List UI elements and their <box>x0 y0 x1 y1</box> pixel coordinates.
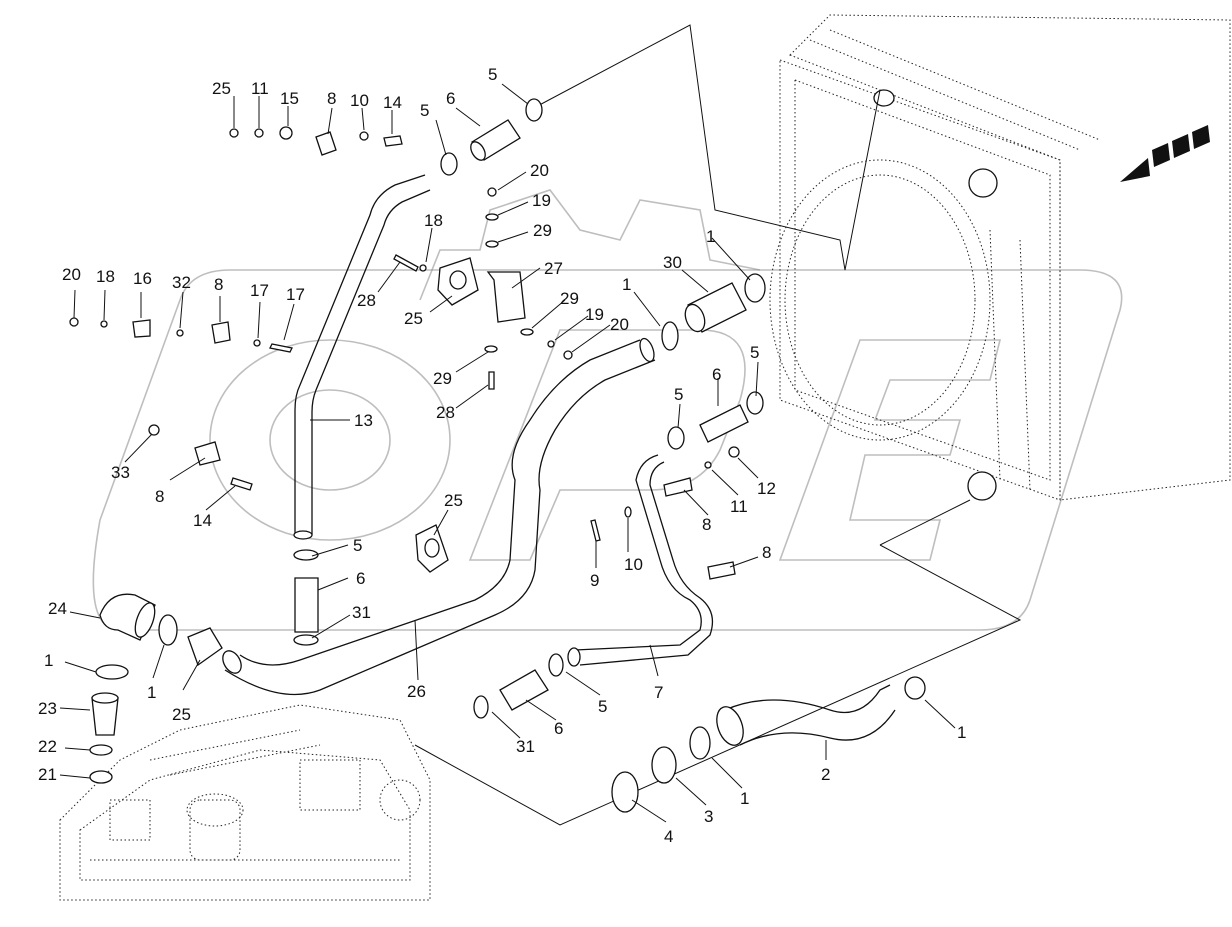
callout: 25 <box>212 79 231 98</box>
airflow-arrow-icon <box>1120 125 1210 182</box>
callout: 1 <box>957 723 966 742</box>
callout: 6 <box>712 365 721 384</box>
callout: 1 <box>147 683 156 702</box>
radiator-assembly <box>769 14 1231 501</box>
hardware <box>69 126 740 542</box>
callout: 5 <box>420 101 429 120</box>
callout: 13 <box>354 411 373 430</box>
callout: 7 <box>654 683 663 702</box>
callout: 29 <box>533 221 552 240</box>
callout: 11 <box>730 497 748 516</box>
callout: 8 <box>155 487 164 506</box>
callout: 28 <box>357 291 376 310</box>
callout: 20 <box>530 161 549 180</box>
callout: 28 <box>436 403 455 422</box>
callout: 31 <box>352 603 371 622</box>
callout: 6 <box>554 719 563 738</box>
callout: 11 <box>251 79 269 98</box>
callout: 8 <box>702 515 711 534</box>
callout: 6 <box>356 569 365 588</box>
callout: 18 <box>424 211 443 230</box>
callout: 10 <box>350 91 369 110</box>
callout: 1 <box>740 789 749 808</box>
callout: 5 <box>353 536 362 555</box>
callout: 26 <box>407 682 426 701</box>
callout: 16 <box>133 269 152 288</box>
callout: 15 <box>280 89 299 108</box>
callout: 12 <box>757 479 776 498</box>
callout: 9 <box>590 571 599 590</box>
callout-labels: 25 11 15 8 10 14 5 6 5 20 19 29 18 28 25… <box>38 65 966 846</box>
callout: 33 <box>111 463 130 482</box>
callout: 29 <box>433 369 452 388</box>
callout: 25 <box>444 491 463 510</box>
callout: 10 <box>624 555 643 574</box>
callout: 21 <box>38 765 57 784</box>
callout: 17 <box>250 281 269 300</box>
callout: 4 <box>664 827 673 846</box>
callout: 1 <box>622 275 631 294</box>
callout: 23 <box>38 699 57 718</box>
callout: 31 <box>516 737 535 756</box>
callout: 8 <box>214 275 223 294</box>
clamps <box>89 98 926 813</box>
callout: 20 <box>62 265 81 284</box>
callout: 27 <box>544 259 563 278</box>
watermark-logo <box>92 189 1123 631</box>
callout: 3 <box>704 807 713 826</box>
callout: 1 <box>706 227 715 246</box>
callout: 24 <box>48 599 67 618</box>
callout: 30 <box>663 253 682 272</box>
callout: 6 <box>446 89 455 108</box>
callout: 14 <box>193 511 212 530</box>
callout: 19 <box>532 191 551 210</box>
callout: 22 <box>38 737 57 756</box>
callout: 1 <box>44 651 53 670</box>
callout: 25 <box>172 705 191 724</box>
engine-block <box>59 704 431 901</box>
callout: 8 <box>762 543 771 562</box>
callout: 25 <box>404 309 423 328</box>
callout: 18 <box>96 267 115 286</box>
leader-lines <box>59 83 956 823</box>
callout: 20 <box>610 315 629 334</box>
callout: 14 <box>383 93 402 112</box>
callout: 29 <box>560 289 579 308</box>
callout: 5 <box>488 65 497 84</box>
callout: 2 <box>821 765 830 784</box>
callout: 5 <box>598 697 607 716</box>
callout: 8 <box>327 89 336 108</box>
callout: 17 <box>286 285 305 304</box>
callout: 5 <box>674 385 683 404</box>
callout: 5 <box>750 343 759 362</box>
callout: 32 <box>172 273 191 292</box>
callout: 19 <box>585 305 604 324</box>
